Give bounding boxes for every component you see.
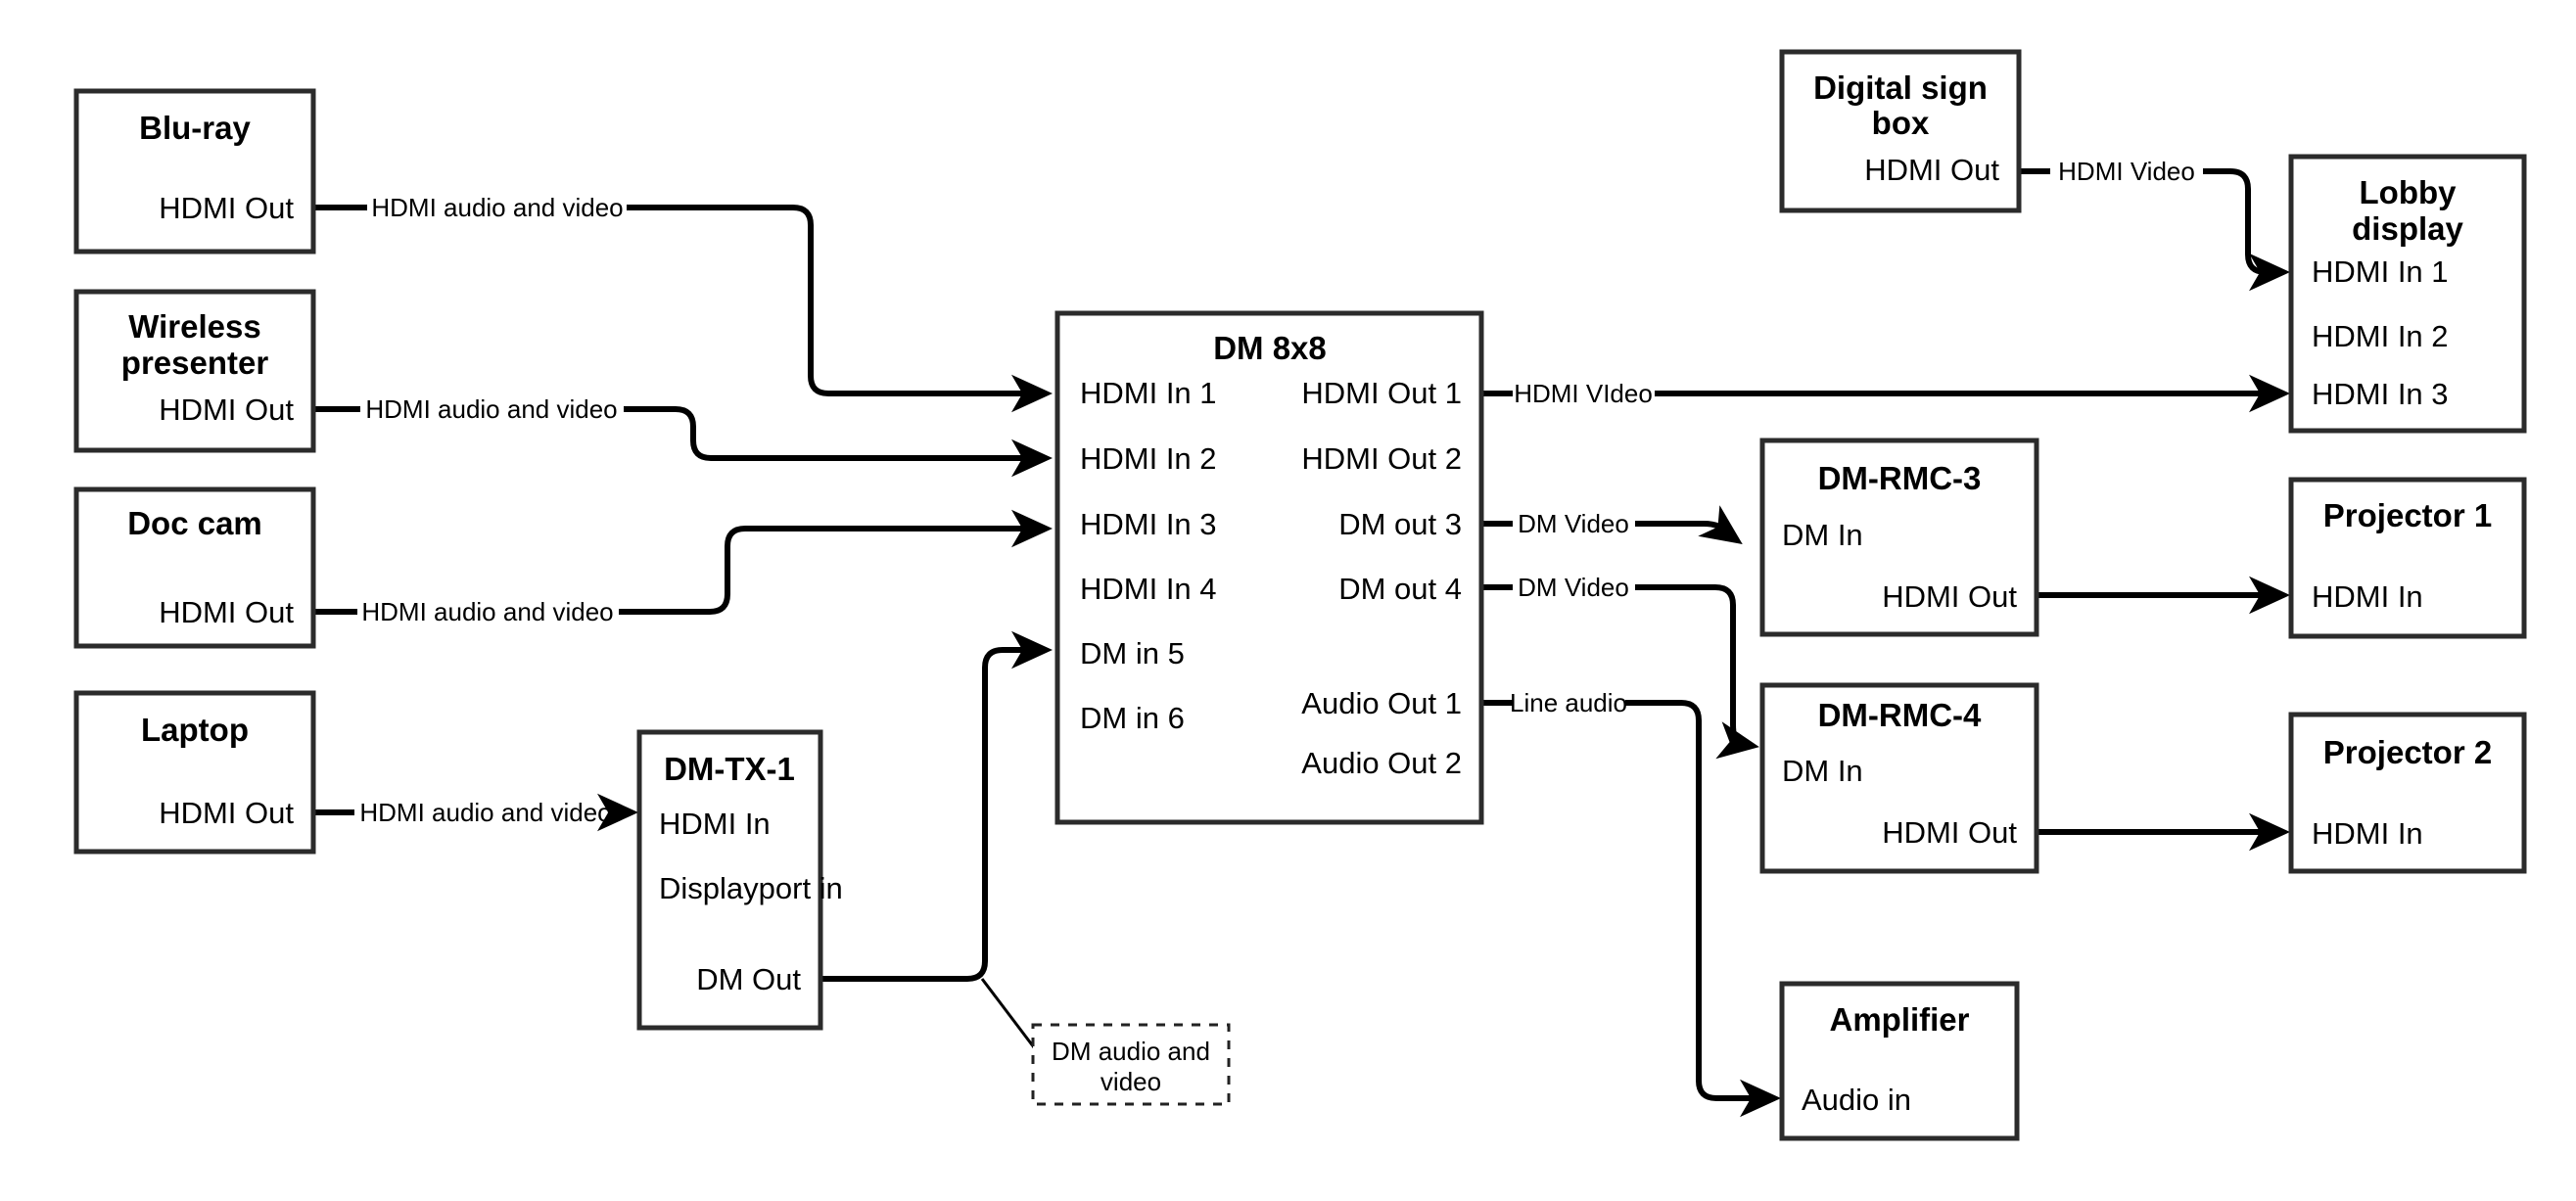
link-dm-out-3-to-dmrmc3 [1481,524,1737,540]
node-dm-rmc-3-box[interactable] [1759,438,2039,637]
node-laptop-port-hdmi-out: HDMI Out [159,796,294,830]
node-dm-rmc-3[interactable]: DM-RMC-3 DM In HDMI Out [1759,438,2039,637]
node-lobby-display-title-line2: display [2352,210,2463,247]
node-lobby-display-input-hdmi-in-3: HDMI In 3 [2312,377,2449,411]
node-dm-8x8-input-hdmi-in-4: HDMI In 4 [1080,572,1217,606]
node-dm-rmc-4[interactable]: DM-RMC-4 DM In HDMI Out [1759,682,2039,874]
node-dm-8x8-title: DM 8x8 [1213,330,1327,366]
node-lobby-display-box[interactable] [2288,154,2527,434]
node-laptop-box[interactable] [73,690,316,855]
node-digital-sign-box-title-line2: box [1872,105,1930,141]
node-dm-8x8[interactable]: DM 8x8 HDMI In 1 HDMI In 2 HDMI In 3 HDM… [1054,310,1484,825]
node-dm-8x8-output-hdmi-out-1: HDMI Out 1 [1301,376,1462,410]
node-wireless-presenter-port-hdmi-out: HDMI Out [159,393,294,427]
node-projector-1-port-hdmi-in: HDMI In [2312,579,2423,614]
node-dm-8x8-output-dm-out-4: DM out 4 [1338,572,1462,606]
node-dm-tx-1[interactable]: DM-TX-1 HDMI In Displayport in DM Out [636,729,843,1031]
node-doc-cam-title: Doc cam [127,505,262,541]
node-projector-2[interactable]: Projector 2 HDMI In [2288,712,2527,874]
node-lobby-display-input-hdmi-in-2: HDMI In 2 [2312,319,2449,353]
node-projector-2-box[interactable] [2288,712,2527,874]
node-dm-8x8-input-hdmi-in-3: HDMI In 3 [1080,507,1217,541]
node-bluray-port-hdmi-out: HDMI Out [159,191,294,225]
node-wireless-presenter-box[interactable] [73,289,316,453]
link-dm-out-4-to-dmrmc4 [1481,584,1753,746]
callout-dm-audio-video: DM audio and video [1031,1023,1231,1106]
node-wireless-presenter-title-line1: Wireless [128,308,260,345]
node-dm-8x8-input-dm-in-6: DM in 6 [1080,701,1185,735]
node-bluray-title: Blu-ray [139,110,251,146]
node-amplifier-title: Amplifier [1829,1001,1969,1038]
node-dm-8x8-output-dm-out-3: DM out 3 [1338,507,1462,541]
callout-box [1031,1023,1231,1106]
edge-label-digitalsign: HDMI Video [2058,157,2195,186]
node-lobby-display-input-hdmi-in-1: HDMI In 1 [2312,254,2449,289]
edge-label-bluray: HDMI audio and video [371,193,623,222]
node-dm-8x8-output-audio-out-1: Audio Out 1 [1301,686,1462,720]
node-amplifier-port-audio-in: Audio in [1802,1083,1911,1117]
node-dm-tx-1-port-dm-out: DM Out [696,962,801,996]
edge-label-audio-out-1: Line audio [1510,688,1627,717]
edge-label-dm-out-3: DM Video [1518,509,1629,538]
node-dm-8x8-input-hdmi-in-2: HDMI In 2 [1080,441,1217,476]
node-projector-2-title: Projector 2 [2323,734,2492,770]
node-projector-1[interactable]: Projector 1 HDMI In [2288,477,2527,639]
node-dm-8x8-input-dm-in-5: DM in 5 [1080,636,1185,670]
node-doc-cam-port-hdmi-out: HDMI Out [159,595,294,629]
link-dmtx1-to-dm-in-5 [820,630,1053,982]
node-digital-sign-box-title-line1: Digital sign [1813,69,1988,106]
edge-label-wireless: HDMI audio and video [365,394,617,424]
callout-leader-line [980,978,1042,1056]
node-dm-rmc-4-title: DM-RMC-4 [1818,697,1982,733]
node-dm-tx-1-port-hdmi-in: HDMI In [659,807,771,841]
link-bluray-to-hdmi-in-1 [313,205,1046,393]
node-digital-sign-box[interactable]: Digital sign box HDMI Out [1779,49,2022,213]
node-projector-2-port-hdmi-in: HDMI In [2312,816,2423,851]
link-audio-out-1-to-amplifier [1481,700,1774,1098]
node-wireless-presenter-title-line2: presenter [121,345,269,381]
node-dm-8x8-input-hdmi-in-1: HDMI In 1 [1080,376,1217,410]
node-doc-cam-box[interactable] [73,486,316,649]
node-lobby-display-title-line1: Lobby [2360,174,2458,210]
node-projector-1-title: Projector 1 [2323,497,2492,533]
node-doc-cam[interactable]: Doc cam HDMI Out [73,486,316,649]
node-wireless-presenter[interactable]: Wireless presenter HDMI Out [73,289,316,453]
edge-label-dm-out-4: DM Video [1518,573,1629,602]
node-digital-sign-box-port-hdmi-out: HDMI Out [1864,153,1999,187]
node-bluray-box[interactable] [73,88,316,254]
callout-label-line1: DM audio and [1052,1037,1210,1066]
link-digitalsign-to-lobby-hdmi-in-1 [2019,168,2283,272]
link-doccam-to-hdmi-in-3 [313,529,1046,615]
node-laptop-title: Laptop [141,712,249,748]
node-dm-rmc-4-port-hdmi-out: HDMI Out [1882,815,2017,850]
node-amplifier-box[interactable] [1779,981,2020,1141]
node-amplifier[interactable]: Amplifier Audio in [1779,981,2020,1141]
node-lobby-display[interactable]: Lobby display HDMI In 1 HDMI In 2 HDMI I… [2288,154,2527,434]
edge-label-laptop: HDMI audio and video [359,798,611,827]
node-dm-8x8-output-audio-out-2: Audio Out 2 [1301,746,1462,780]
node-dm-rmc-3-title: DM-RMC-3 [1818,460,1982,496]
node-laptop[interactable]: Laptop HDMI Out [73,690,316,855]
node-digital-sign-box-rect[interactable] [1779,49,2022,213]
link-wireless-to-hdmi-in-2 [313,406,1046,458]
node-dm-8x8-box[interactable] [1054,310,1484,825]
node-dm-tx-1-port-displayport-in: Displayport in [659,871,843,905]
node-dm-rmc-3-port-dm-in: DM In [1782,518,1863,552]
callout-label-line2: video [1101,1067,1161,1096]
node-bluray[interactable]: Blu-ray HDMI Out [73,88,316,254]
node-dm-tx-1-title: DM-TX-1 [664,751,795,787]
edge-label-hdmi-out-1: HDMI VIdeo [1514,379,1653,408]
node-dm-tx-1-box[interactable] [636,729,823,1031]
node-dm-rmc-4-box[interactable] [1759,682,2039,874]
node-dm-rmc-3-port-hdmi-out: HDMI Out [1882,579,2017,614]
node-projector-1-box[interactable] [2288,477,2527,639]
node-dm-8x8-output-hdmi-out-2: HDMI Out 2 [1301,441,1462,476]
edge-label-doccam: HDMI audio and video [361,597,613,626]
node-dm-rmc-4-port-dm-in: DM In [1782,754,1863,788]
